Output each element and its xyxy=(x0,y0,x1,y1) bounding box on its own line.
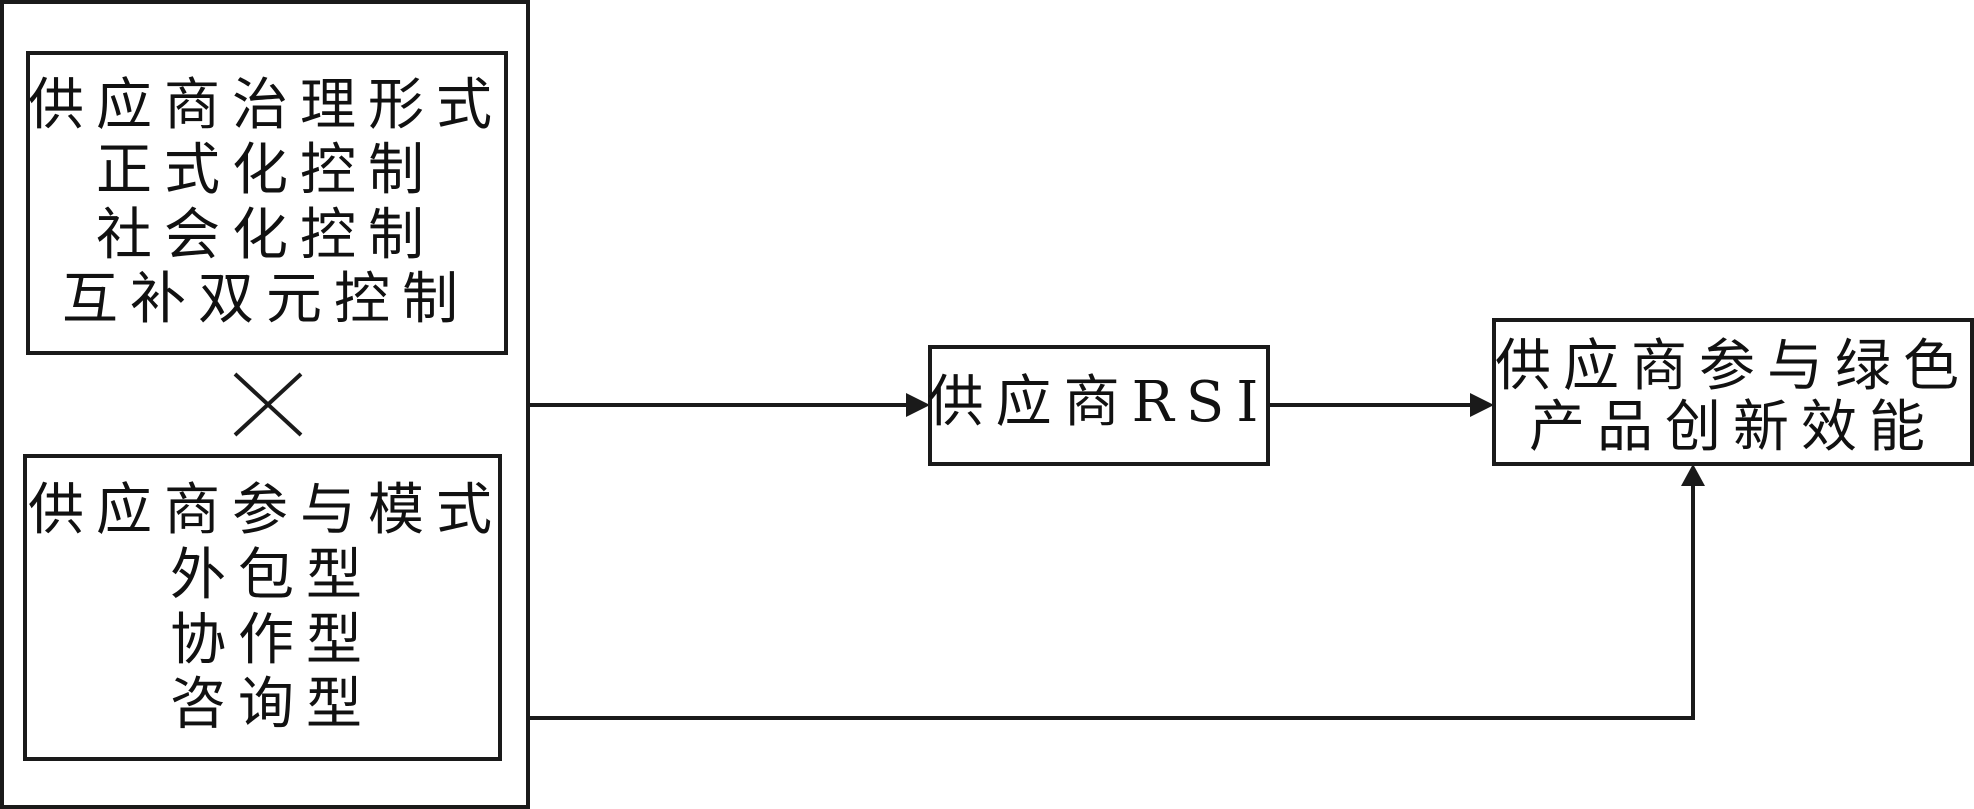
outcome-label-line2: 产品创新效能 xyxy=(1529,395,1937,460)
outcome-label-line1: 供应商参与绿色 xyxy=(1495,334,1971,399)
governance-title: 供应商治理形式 xyxy=(28,73,504,138)
participation-item-outsourcing: 外包型 xyxy=(170,543,374,608)
participation-box xyxy=(23,454,502,761)
governance-box xyxy=(26,51,508,355)
arrow-moderators-to-mediator xyxy=(528,393,930,417)
mediator-rsi-box xyxy=(928,345,1270,466)
participation-item-collaborative: 协作型 xyxy=(170,608,374,673)
governance-item-formal: 正式化控制 xyxy=(96,138,436,203)
arrow-mediator-to-outcome xyxy=(1268,393,1494,417)
participation-title: 供应商参与模式 xyxy=(28,478,504,543)
participation-item-consultative: 咨询型 xyxy=(170,672,374,737)
interaction-multiply-icon xyxy=(233,372,303,437)
mediator-rsi-label: 供应商RSI xyxy=(928,370,1271,435)
outcome-box xyxy=(1492,318,1974,466)
governance-item-social: 社会化控制 xyxy=(96,203,436,268)
arrow-direct-to-outcome xyxy=(528,464,1705,720)
governance-item-ambidextrous: 互补双元控制 xyxy=(62,267,470,332)
